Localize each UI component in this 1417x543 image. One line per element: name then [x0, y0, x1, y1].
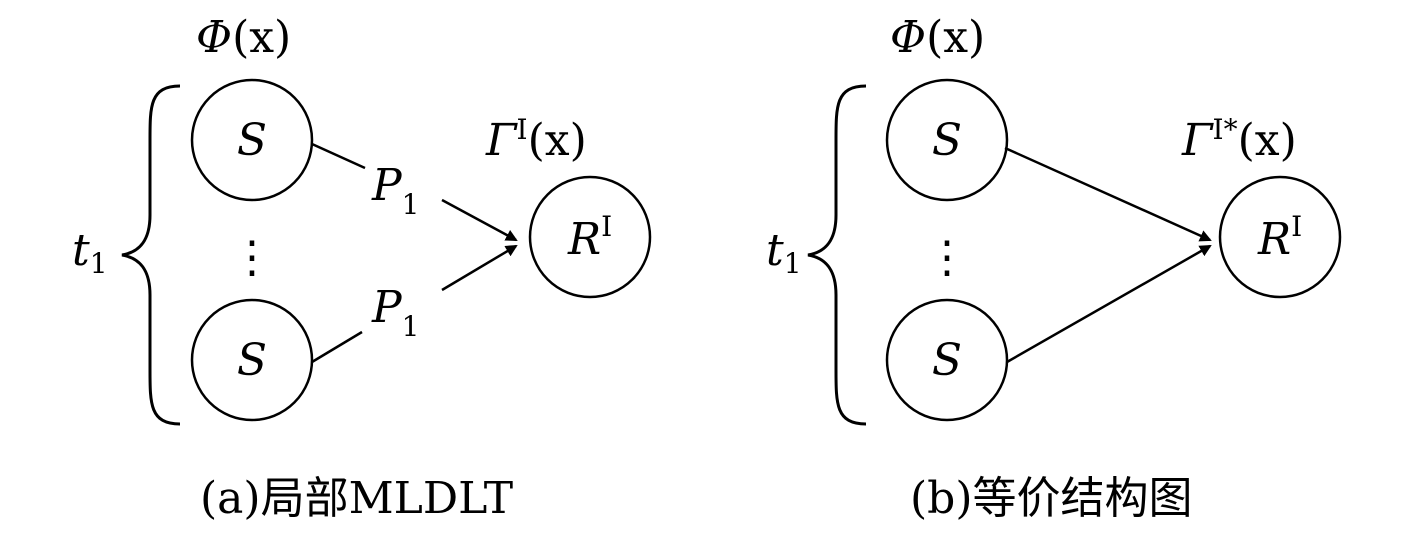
panel-a-ellipsis: ⋮: [230, 232, 274, 283]
panel-a: Φ(x) t1 S ⋮ S P1 P1 ΓI(x): [72, 12, 652, 524]
panel-a-source-node-top-label: S: [237, 115, 267, 166]
panel-a-source-node-bottom-label: S: [237, 335, 267, 386]
panel-a-brace-label: t1: [72, 225, 108, 280]
panel-b-source-node-top: [885, 78, 1009, 202]
panel-b-phi-label: Φ(x): [890, 12, 985, 63]
panel-b-brace: [807, 84, 867, 426]
panel-b-edge-top: [1004, 146, 1212, 242]
panel-a-target-node: [528, 175, 652, 299]
panel-a-edge-label-top: P1: [371, 160, 419, 221]
panel-b-gamma-label: ΓI*(x): [1181, 113, 1297, 166]
panel-b-target-node: [1218, 175, 1342, 299]
panel-a-brace: [121, 84, 181, 426]
panel-a-source-node-top: [190, 78, 314, 202]
panel-a-source-node-bottom: [190, 298, 314, 422]
panel-b-brace-label: t1: [766, 225, 802, 280]
panel-a-edge-top-segment-2: [441, 198, 518, 242]
panel-a-target-node-label: RI: [567, 210, 612, 265]
panel-b-source-node-bottom: [885, 298, 1009, 422]
panel-b-source-node-top-label: S: [932, 115, 962, 166]
panel-a-phi-label: Φ(x): [196, 12, 291, 63]
panel-a-edge-label-bottom: P1: [371, 282, 419, 343]
panel-a-edge-top-segment-1: [311, 142, 366, 170]
panel-b-target-node-label: RI: [1257, 210, 1302, 265]
panel-b-ellipsis: ⋮: [925, 232, 969, 283]
panel-b-source-node-bottom-label: S: [932, 335, 962, 386]
panel-a-gamma-label: ΓI(x): [485, 113, 587, 166]
panel-a-edge-bottom-segment-1: [311, 330, 363, 364]
panel-a-caption: (a)局部MLDLT: [200, 473, 513, 524]
panel-b-edge-bottom: [1006, 244, 1212, 364]
panel-a-edge-bottom-segment-2: [441, 244, 518, 292]
panel-b: Φ(x) t1 S ⋮ S ΓI*(x) RI (b)等价结构图: [766, 12, 1342, 524]
panel-b-caption: (b)等价结构图: [910, 473, 1193, 524]
